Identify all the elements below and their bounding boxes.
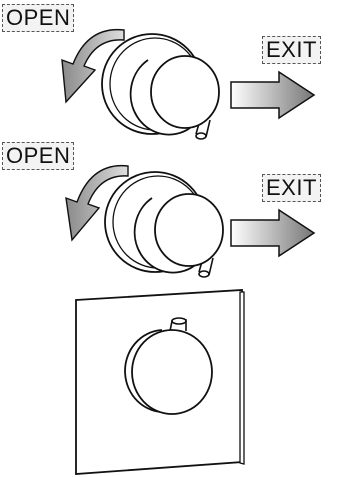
rotate-arrow-icon bbox=[65, 164, 129, 242]
exit-label: EXIT bbox=[262, 174, 321, 202]
step-2-assembly bbox=[65, 164, 316, 278]
valve-pin-icon bbox=[169, 317, 187, 332]
exit-arrow-icon bbox=[230, 208, 316, 258]
step-3-assembly bbox=[75, 289, 245, 475]
valve-knob-icon bbox=[133, 193, 224, 274]
open-label: OPEN bbox=[2, 142, 75, 170]
exit-label: EXIT bbox=[262, 36, 321, 64]
valve-pin-icon bbox=[195, 119, 211, 140]
valve-knob-icon bbox=[129, 55, 220, 136]
step-1-assembly bbox=[61, 28, 316, 140]
exit-arrow-icon bbox=[230, 70, 316, 120]
rotate-arrow-icon bbox=[61, 28, 125, 104]
valve-knob-icon bbox=[124, 329, 213, 415]
open-label: OPEN bbox=[2, 4, 75, 32]
